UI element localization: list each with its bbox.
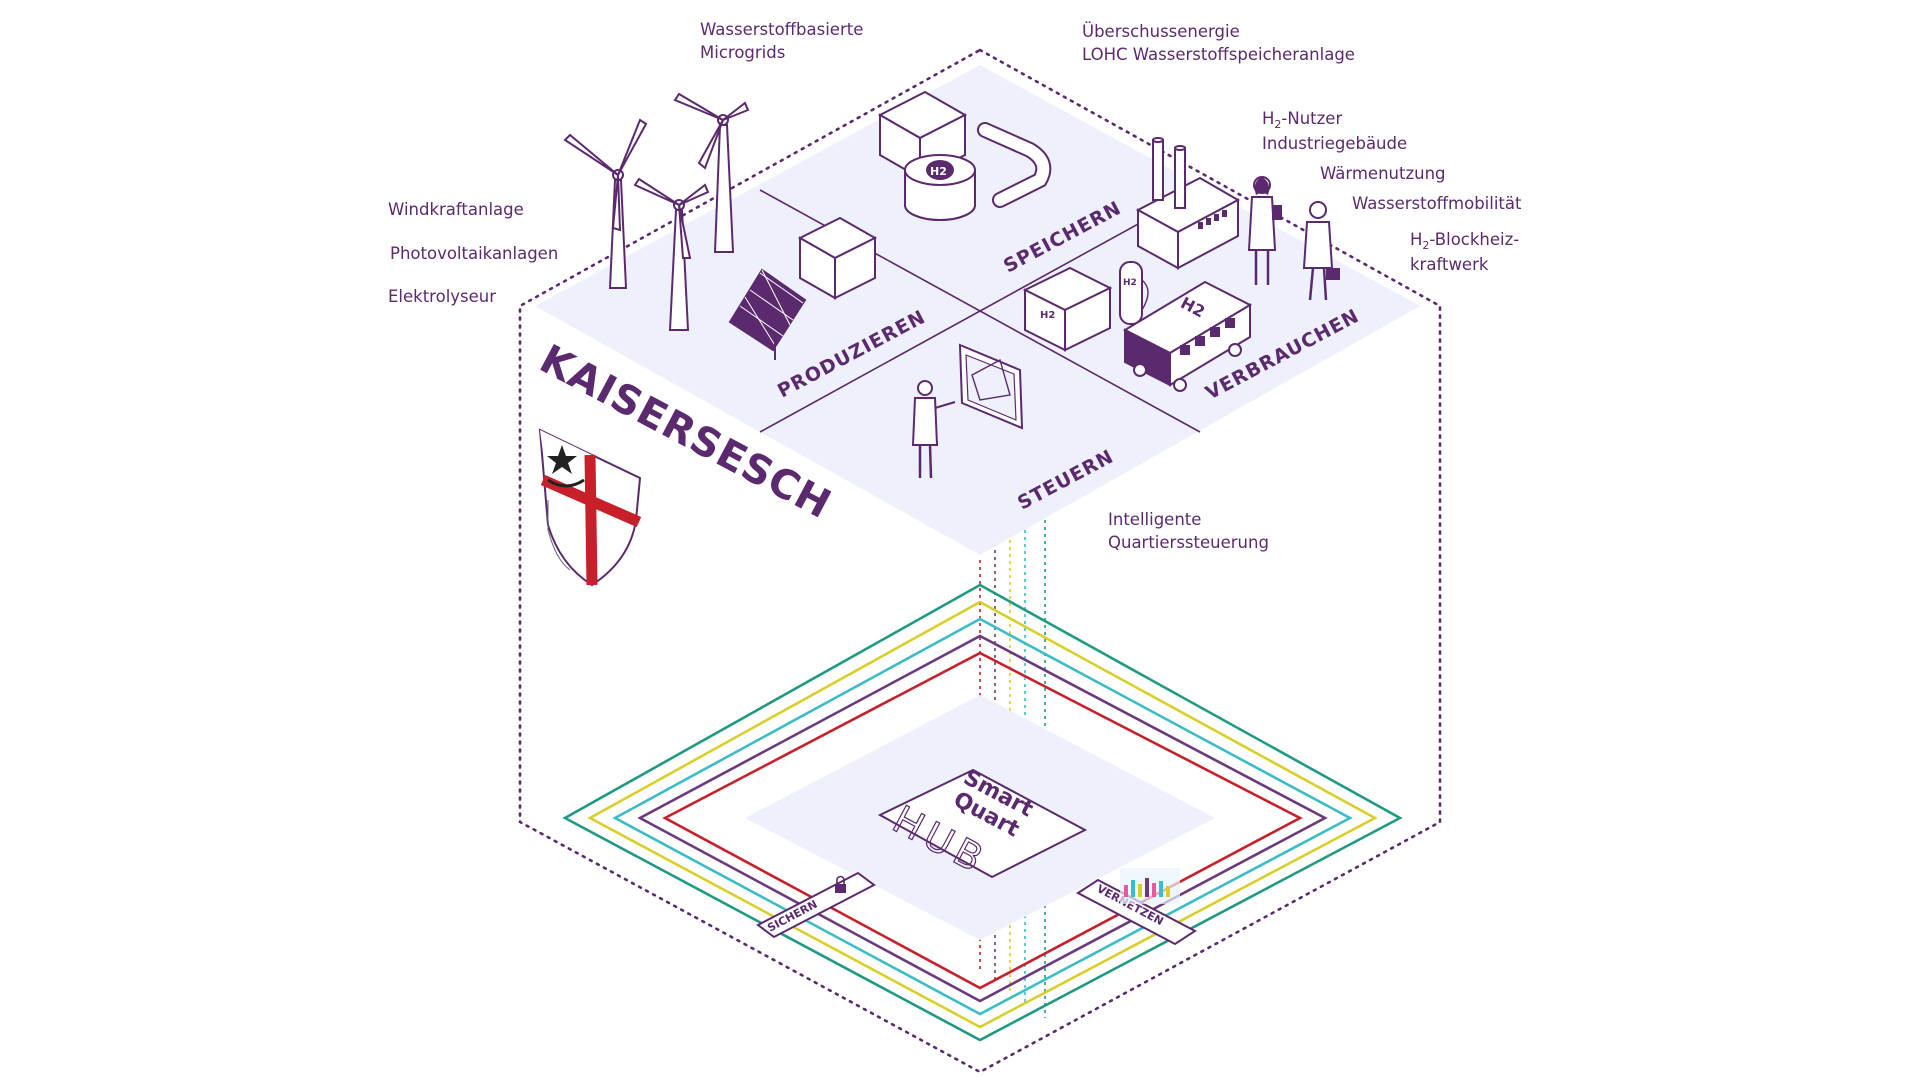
label-h2-nutzer-h: H [1262, 109, 1275, 128]
h2-tank-symbol: H2 [930, 165, 947, 178]
data-bars-icon [1120, 868, 1180, 904]
lock-icon [835, 875, 846, 893]
electrolyser-box [797, 216, 878, 300]
label-quartierssteuerung-line2: Quartierssteuerung [1108, 533, 1269, 552]
label-industriegebaeude: Industriegebäude [1262, 134, 1408, 153]
network-rings [562, 583, 1403, 1042]
h2-container: H2 [1022, 266, 1113, 352]
solar-panel [728, 268, 807, 360]
label-bhkw-sub: 2 [1422, 239, 1430, 252]
person-man [1302, 201, 1340, 301]
control-operator [911, 380, 956, 479]
label-bhkw-rest: -Blockheiz- [1429, 230, 1520, 249]
person-woman [1247, 176, 1282, 285]
factory-building [1135, 137, 1241, 270]
label-elektrolyseur: Elektrolyseur [388, 287, 497, 306]
label-wasserstoffmobilitaet: Wasserstoffmobilität [1352, 194, 1522, 213]
h2-bus: H2 [1122, 280, 1253, 392]
label-quartierssteuerung: Intelligente Quartierssteuerung [1108, 508, 1269, 554]
label-quartierssteuerung-line1: Intelligente [1108, 510, 1202, 529]
pipe [977, 122, 1052, 208]
wind-turbine-2 [673, 92, 750, 253]
h2-container-symbol: H2 [1040, 310, 1055, 321]
wind-turbine-1 [563, 118, 648, 289]
label-ueberschuss: Überschussenergie LOHC Wasserstoffspeich… [1082, 20, 1355, 66]
divider-line-b [759, 189, 1201, 433]
label-bhkw-h: H [1410, 230, 1423, 249]
label-microgrids: Wasserstoffbasierte Microgrids [700, 18, 863, 64]
label-h2-nutzer-rest: -Nutzer [1281, 109, 1343, 128]
control-screen [958, 343, 1024, 430]
h2-tank: H2 [904, 154, 976, 221]
coat-of-arms-icon [538, 428, 642, 587]
label-bhkw: H2-Blockheiz- kraftwerk [1410, 228, 1519, 276]
label-microgrids-line2: Microgrids [700, 43, 786, 62]
label-bhkw-line2: kraftwerk [1410, 255, 1489, 274]
label-h2-nutzer-sub: 2 [1274, 118, 1282, 131]
label-h2-nutzer-line1: H2-Nutzer [1262, 107, 1407, 132]
h2-pump-symbol: H2 [1123, 278, 1137, 288]
label-photovoltaikanlagen: Photovoltaikanlagen [390, 244, 559, 263]
wind-turbines [563, 92, 750, 331]
wind-turbine-3 [633, 177, 710, 331]
label-microgrids-line1: Wasserstoffbasierte [700, 20, 864, 39]
label-waermenutzung: Wärmenutzung [1320, 164, 1446, 183]
label-ueberschuss-line2: LOHC Wasserstoffspeicheranlage [1082, 45, 1355, 64]
label-bhkw-line1: H2-Blockheiz- [1410, 228, 1519, 253]
label-h2-nutzer: H2-Nutzer Industriegebäude [1262, 107, 1407, 155]
label-windkraftanlage: Windkraftanlage [388, 200, 524, 219]
h2-pump: H2 [1119, 261, 1149, 325]
label-ueberschuss-line1: Überschussenergie [1082, 22, 1240, 41]
